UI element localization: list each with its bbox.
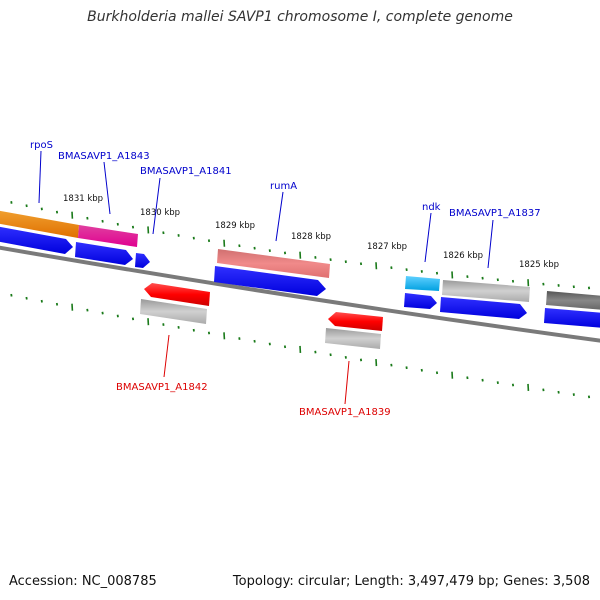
- label-leaders: [38, 150, 494, 405]
- kbp-label-1828: 1828 kbp: [291, 232, 331, 242]
- cds-BMASAVP1_A1837[interactable]: [440, 297, 527, 319]
- label-BMASAVP1_A1839[interactable]: BMASAVP1_A1839: [299, 407, 391, 418]
- chromosome-backbone: [0, 245, 600, 343]
- genome-stats-text: Topology: circular; Length: 3,497,479 bp…: [232, 574, 590, 589]
- cds-ndk[interactable]: [404, 293, 437, 309]
- leader-A1837: [487, 219, 494, 269]
- gene-labels: rpoS BMASAVP1_A1843 BMASAVP1_A1841 rumA …: [30, 140, 541, 418]
- reverse-gene-track: [140, 283, 383, 349]
- label-BMASAVP1_A1843[interactable]: BMASAVP1_A1843: [58, 151, 150, 162]
- gene-BMASAVP1_A1842[interactable]: [144, 283, 210, 306]
- kbp-label-1831: 1831 kbp: [63, 194, 103, 204]
- gene-BMASAVP1_A1839[interactable]: [328, 312, 383, 331]
- leader-ndk: [424, 212, 432, 263]
- label-BMASAVP1_A1841[interactable]: BMASAVP1_A1841: [140, 166, 232, 177]
- kbp-label-1829: 1829 kbp: [215, 221, 255, 231]
- label-BMASAVP1_A1837[interactable]: BMASAVP1_A1837: [449, 208, 541, 219]
- cds-rpoS[interactable]: [0, 226, 73, 254]
- label-rumA[interactable]: rumA: [270, 181, 297, 192]
- forward-cds-track: [0, 226, 600, 328]
- cds-BMASAVP1_A1841[interactable]: [135, 253, 150, 268]
- kbp-label-1827: 1827 kbp: [367, 242, 407, 252]
- gene-rumA[interactable]: [217, 249, 330, 278]
- cds-rumA[interactable]: [214, 266, 326, 296]
- label-BMASAVP1_A1842[interactable]: BMASAVP1_A1842: [116, 382, 208, 393]
- leader-A1841: [152, 177, 161, 235]
- cds-BMASAVP1_A1842[interactable]: [140, 299, 207, 324]
- leader-A1839: [344, 360, 350, 405]
- forward-gene-track: [0, 210, 600, 310]
- gene-rpoS[interactable]: [0, 210, 79, 238]
- cds-right-edge[interactable]: [544, 308, 600, 328]
- label-ndk[interactable]: ndk: [422, 202, 441, 213]
- gene-ndk[interactable]: [405, 276, 440, 291]
- kbp-label-1825: 1825 kbp: [519, 260, 559, 270]
- leader-rumA: [275, 191, 284, 242]
- gene-right-edge[interactable]: [546, 291, 600, 310]
- inner-tick-ring: [10, 293, 591, 399]
- kbp-ruler: 1831 kbp 1830 kbp 1829 kbp 1828 kbp 1827…: [63, 194, 559, 270]
- label-rpoS[interactable]: rpoS: [30, 140, 53, 151]
- gene-BMASAVP1_A1843[interactable]: [78, 225, 138, 247]
- kbp-label-1826: 1826 kbp: [443, 251, 483, 261]
- outer-tick-ring: [10, 201, 591, 290]
- map-title: Burkholderia mallei SAVP1 chromosome I, …: [87, 9, 513, 25]
- leader-A1843: [103, 161, 111, 215]
- cds-BMASAVP1_A1839[interactable]: [325, 328, 381, 349]
- leader-rpoS: [38, 150, 42, 204]
- gene-BMASAVP1_A1837[interactable]: [442, 280, 530, 302]
- leader-A1842: [163, 334, 170, 378]
- kbp-label-1830: 1830 kbp: [140, 208, 180, 218]
- cds-BMASAVP1_A1843[interactable]: [75, 242, 133, 265]
- accession-text: Accession: NC_008785: [9, 574, 157, 589]
